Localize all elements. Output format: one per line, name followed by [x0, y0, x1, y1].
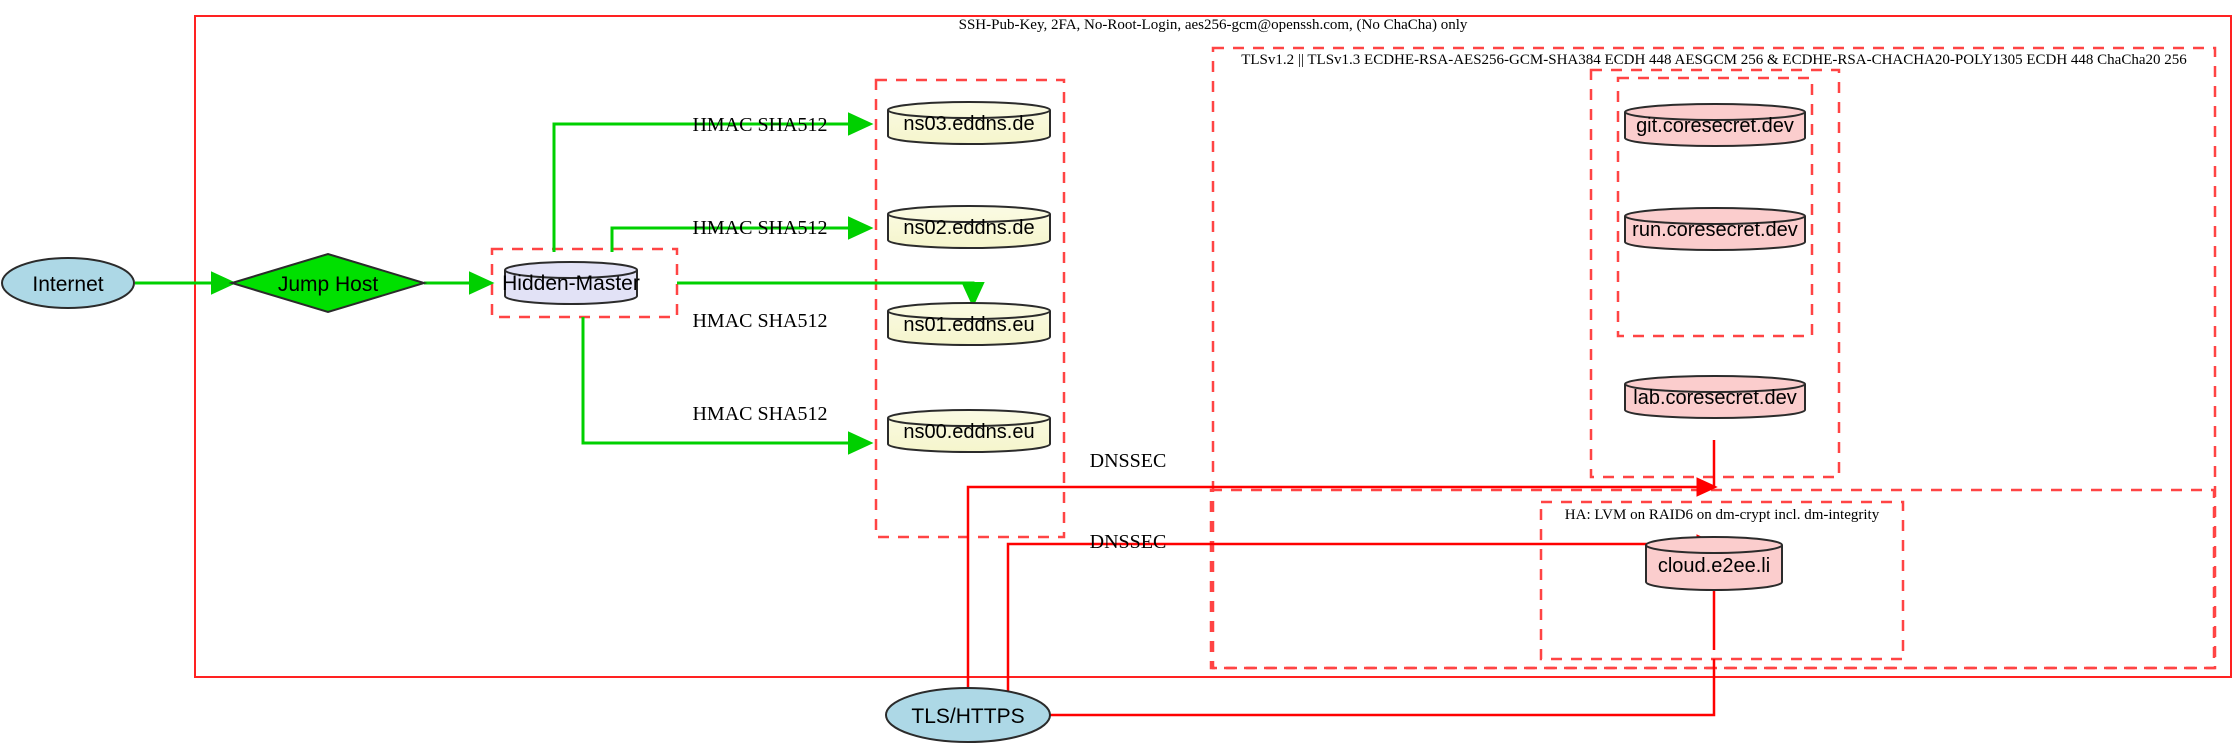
ssh-zone-frame	[194, 15, 2232, 678]
edge-hiddenmaster-to-ns03	[552, 112, 874, 252]
edge-label-hmac-ns03: HMAC SHA512	[692, 114, 827, 136]
ha-storage-cluster-frame	[1539, 500, 1905, 661]
coresecret-inner-cluster-frame	[1616, 76, 1814, 338]
node-hidden-master-label: Hidden-Master	[502, 272, 640, 295]
node-ns00-label: ns00.eddns.eu	[903, 421, 1034, 443]
edge-hiddenmaster-to-ns01	[677, 281, 985, 308]
edge-dnssec-upper	[966, 477, 1718, 645]
node-ns01[interactable]: ns01.eddns.eu	[887, 302, 1051, 346]
node-ns03[interactable]: ns03.eddns.de	[887, 101, 1051, 145]
node-cloud-e2ee[interactable]: cloud.e2ee.li	[1645, 536, 1783, 591]
node-ns00[interactable]: ns00.eddns.eu	[887, 409, 1051, 453]
node-lab-coresecret-label: lab.coresecret.dev	[1633, 387, 1796, 409]
edge-hiddenmaster-to-ns02	[610, 216, 874, 252]
node-internet-label: Internet	[32, 273, 103, 296]
coresecret-outer-cluster-frame	[1589, 68, 1841, 479]
node-run-coresecret[interactable]: run.coresecret.dev	[1624, 207, 1806, 251]
node-lab-coresecret[interactable]: lab.coresecret.dev	[1624, 375, 1806, 419]
ha-storage-cluster-label: HA: LVM on RAID6 on dm-crypt incl. dm-in…	[1565, 507, 1880, 523]
node-ns01-label: ns01.eddns.eu	[903, 314, 1034, 336]
node-hidden-master[interactable]: Hidden-Master	[502, 261, 640, 305]
node-tls-https-label: TLS/HTTPS	[911, 705, 1024, 728]
edge-label-hmac-ns00: HMAC SHA512	[692, 403, 827, 425]
edge-label-dnssec-lower: DNSSEC	[1090, 531, 1167, 553]
tls-cipher-cluster-label: TLSv1.2 || TLSv1.3 ECDHE-RSA-AES256-GCM-…	[1241, 52, 2187, 68]
node-internet[interactable]: Internet	[1, 257, 135, 309]
node-jump-host-label: Jump Host	[278, 273, 379, 296]
node-jump-host[interactable]: Jump Host	[228, 252, 428, 314]
node-ns02[interactable]: ns02.eddns.de	[887, 205, 1051, 249]
node-ns02-label: ns02.eddns.de	[903, 217, 1034, 239]
node-run-coresecret-label: run.coresecret.dev	[1632, 219, 1798, 241]
node-cloud-e2ee-label: cloud.e2ee.li	[1658, 555, 1770, 577]
node-tls-https[interactable]: TLS/HTTPS	[885, 687, 1051, 743]
dns-servers-cluster-frame	[874, 78, 1066, 539]
edge-tlshttps-to-ha-cluster	[1050, 659, 1716, 717]
edge-hiddenmaster-to-ns00	[581, 317, 874, 455]
edge-label-hmac-ns01: HMAC SHA512	[692, 310, 827, 332]
node-git-coresecret-label: git.coresecret.dev	[1636, 115, 1794, 137]
edge-label-hmac-ns02: HMAC SHA512	[692, 217, 827, 239]
node-git-coresecret[interactable]: git.coresecret.dev	[1624, 103, 1806, 147]
ssh-zone-label: SSH-Pub-Key, 2FA, No-Root-Login, aes256-…	[959, 17, 1468, 33]
node-ns03-label: ns03.eddns.de	[903, 113, 1034, 135]
edge-dnssec-lower	[1006, 534, 1718, 712]
edge-label-dnssec-upper: DNSSEC	[1090, 450, 1167, 472]
